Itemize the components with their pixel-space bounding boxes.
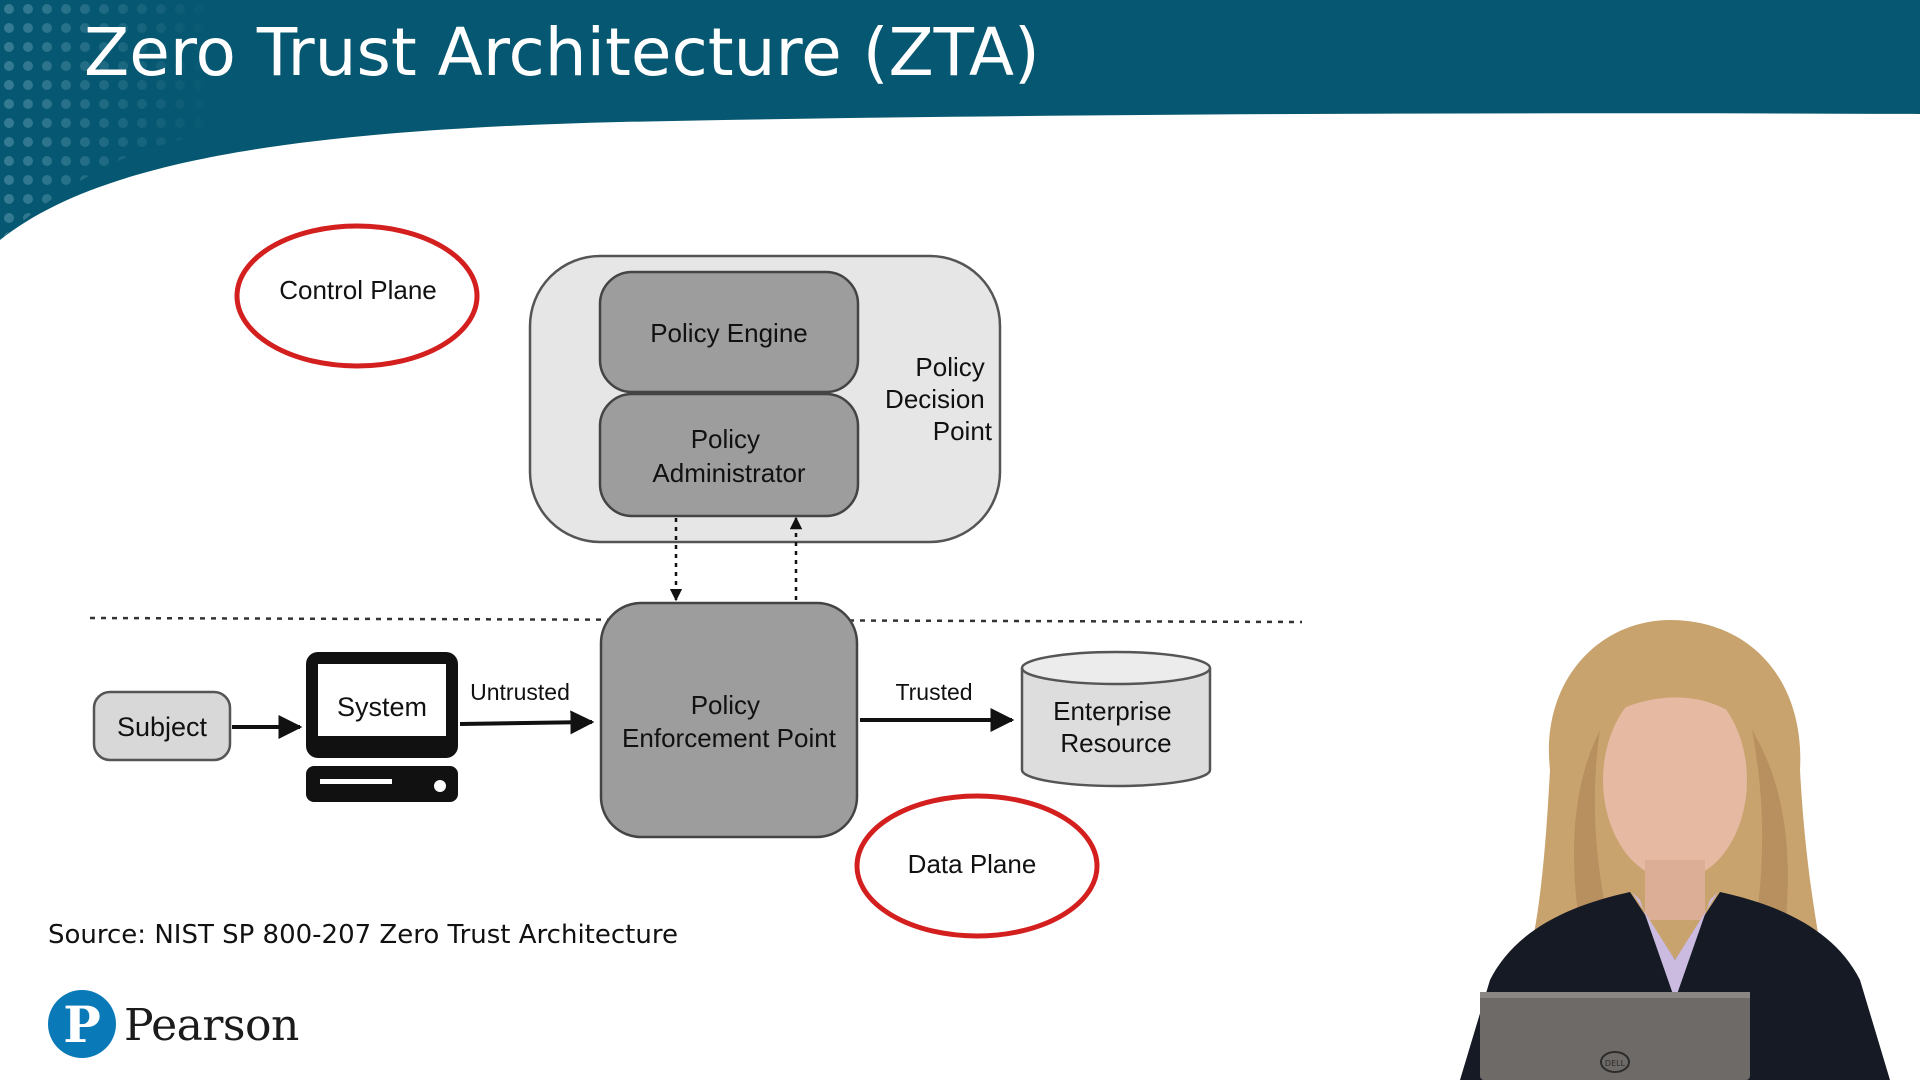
- data-plane-label: Data Plane: [908, 849, 1037, 879]
- svg-text:DELL: DELL: [1605, 1059, 1626, 1068]
- subject-label: Subject: [117, 712, 208, 742]
- trusted-label: Trusted: [895, 679, 972, 705]
- source-citation: Source: NIST SP 800-207 Zero Trust Archi…: [48, 920, 678, 950]
- policy-decision-point-label: Policy Decision Point: [885, 352, 993, 446]
- svg-text:P: P: [63, 995, 101, 1054]
- presenter-video-feed: DELL: [1460, 620, 1890, 1080]
- policy-administrator-label: Policy Administrator: [652, 424, 805, 488]
- untrusted-label: Untrusted: [470, 679, 570, 705]
- control-plane-label: Control Plane: [279, 275, 437, 305]
- subject-box: [92, 690, 232, 762]
- slide-title: Zero Trust Architecture (ZTA): [84, 14, 1040, 91]
- system-label: System: [337, 692, 427, 722]
- data-plane-callout-ring: [854, 793, 1100, 939]
- policy-administrator-box: [598, 392, 860, 518]
- enterprise-resource-label: Enterprise Resource: [1053, 696, 1179, 758]
- system-computer-icon: [306, 652, 458, 802]
- policy-engine-label: Policy Engine: [650, 318, 808, 348]
- header-band: [0, 0, 1920, 240]
- pearson-logo-icon: P: [48, 990, 116, 1058]
- policy-enforcement-point-box: [599, 601, 859, 839]
- control-plane-callout-ring: [234, 223, 480, 369]
- pearson-wordmark: Pearson: [124, 1000, 299, 1051]
- enterprise-resource-cylinder: [1020, 650, 1212, 788]
- policy-enforcement-point-label: Policy Enforcement Point: [622, 690, 837, 753]
- untrusted-arrow: [459, 710, 595, 735]
- policy-engine-box: [598, 270, 860, 394]
